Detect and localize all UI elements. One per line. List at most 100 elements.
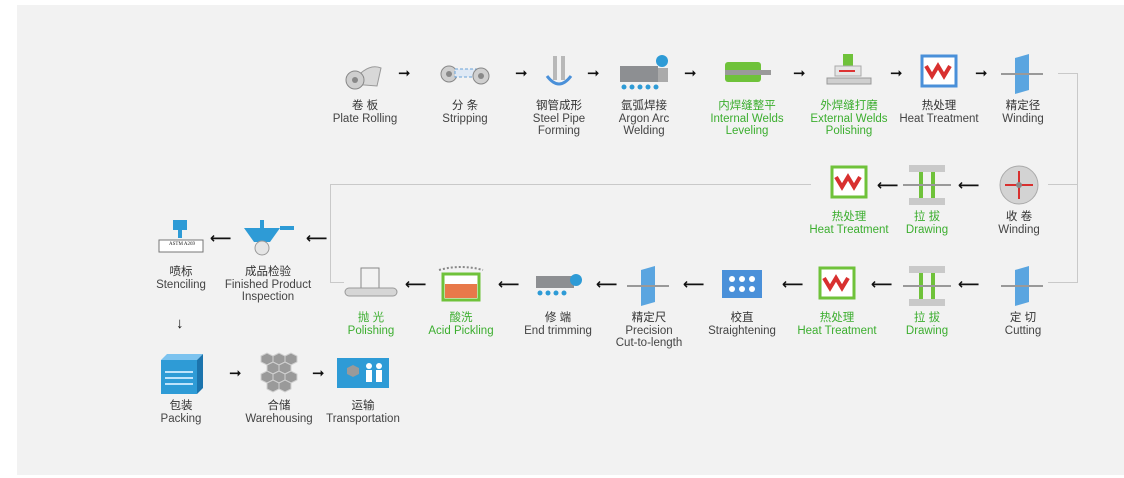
- cut-to-length-icon: [627, 266, 669, 306]
- step-cutting: 定 切 Cutting: [968, 264, 1078, 337]
- step-en-label: Packing: [160, 413, 202, 425]
- stencil-label: ASTM A269: [169, 242, 195, 247]
- step-inspection: 成品检验 Finished Product Inspection: [213, 218, 323, 303]
- plate-rolling-icon: [345, 66, 382, 90]
- arrow-left-icon: ⟵: [306, 230, 328, 247]
- step-heat-treatment-1: 热处理 Heat Treatment: [884, 52, 994, 125]
- step-en-label: Drawing: [905, 224, 949, 236]
- step-en-label: Polishing: [347, 325, 395, 337]
- step-en-label: Argon Arc Welding: [618, 113, 670, 137]
- connector-right-vertical: [1077, 73, 1078, 283]
- arrow-right-icon: ➞: [515, 65, 528, 82]
- step-heat-treatment-2: 热处理 Heat Treatment: [794, 163, 904, 236]
- step-zh-label: 包装: [169, 400, 193, 412]
- step-sizing: 精定径 Winding: [968, 52, 1078, 125]
- step-zh-label: 外焊缝打磨: [820, 100, 878, 112]
- arrow-right-icon: ➞: [793, 65, 806, 82]
- internal-leveling-icon: [725, 62, 771, 82]
- stenciling-icon: [158, 220, 204, 253]
- step-zh-label: 卷 板: [351, 100, 379, 112]
- end-trimming-icon: [536, 274, 582, 296]
- winding-icon: [999, 165, 1039, 205]
- step-winding: 收 卷 Winding: [964, 163, 1074, 236]
- step-zh-label: 热处理: [831, 211, 867, 223]
- connector-right-bottom: [1048, 282, 1078, 283]
- arrow-left-icon: ⟵: [405, 276, 427, 293]
- connector-right-mid: [1048, 184, 1078, 185]
- step-zh-label: 喷标: [169, 266, 193, 278]
- transportation-icon: [337, 358, 389, 388]
- step-en-label: Heat Treatment: [797, 325, 877, 337]
- step-en-label: Precision Cut-to-length: [615, 325, 683, 349]
- external-polishing-icon: [826, 54, 872, 85]
- step-zh-label: 分 条: [451, 100, 479, 112]
- step-stenciling: ASTM A269 喷标 Stenciling: [126, 218, 236, 291]
- step-zh-label: 精定径: [1005, 100, 1041, 112]
- step-stripping: 分 条 Stripping: [410, 52, 520, 125]
- step-polishing: 抛 光 Polishing: [316, 264, 426, 337]
- connector-right-top: [1058, 73, 1078, 74]
- step-en-label: Drawing: [905, 325, 949, 337]
- step-zh-label: 酸洗: [449, 312, 473, 324]
- drawing-icon: [903, 165, 951, 205]
- step-zh-label: 精定尺: [631, 312, 667, 324]
- step-en-label: Winding: [998, 224, 1040, 236]
- step-zh-label: 拉 拔: [913, 312, 941, 324]
- step-en-label: Transportation: [326, 413, 400, 425]
- step-en-label: Straightening: [708, 325, 776, 337]
- step-en-label: Internal Welds Leveling: [710, 113, 784, 137]
- connector-left-bottom: [330, 282, 344, 283]
- step-en-label: Heat Treatment: [899, 113, 979, 125]
- step-packing: 包装 Packing: [126, 352, 236, 425]
- arrow-left-icon: ⟵: [877, 177, 899, 194]
- step-en-label: Cutting: [1004, 325, 1042, 337]
- pipe-forming-icon: [545, 56, 573, 86]
- arrow-right-icon: ➞: [890, 65, 903, 82]
- step-en-label: Winding: [1002, 113, 1044, 125]
- cutting-icon: [1001, 266, 1043, 306]
- step-acid-pickling: 酸洗 Acid Pickling: [406, 264, 516, 337]
- warehousing-icon: [260, 352, 298, 393]
- arrow-down-icon: ↓: [176, 315, 184, 332]
- arrow-right-icon: ➞: [587, 65, 600, 82]
- arrow-left-icon: ⟵: [782, 276, 804, 293]
- step-en-label: Steel Pipe Forming: [532, 113, 586, 137]
- step-internal-leveling: 内焊缝整平 Internal Welds Leveling: [692, 52, 802, 137]
- arrow-right-icon: ➞: [312, 365, 325, 382]
- step-zh-label: 合储: [267, 400, 291, 412]
- step-end-trimming: 修 端 End trimming: [503, 264, 613, 337]
- arrow-left-icon: ⟵: [958, 177, 980, 194]
- step-en-label: Warehousing: [245, 413, 313, 425]
- step-en-label: Acid Pickling: [428, 325, 494, 337]
- arrow-right-icon: ➞: [229, 365, 242, 382]
- step-heat-treatment-3: 热处理 Heat Treatment: [782, 264, 892, 337]
- step-drawing-2: 拉 拔 Drawing: [872, 264, 982, 337]
- polishing-icon: [344, 267, 398, 297]
- arrow-right-icon: ➞: [684, 65, 697, 82]
- step-zh-label: 热处理: [819, 312, 855, 324]
- step-zh-label: 内焊缝整平: [718, 100, 776, 112]
- step-plate-rolling: 卷 板 Plate Rolling: [310, 52, 420, 125]
- straightening-icon: [722, 270, 762, 298]
- step-en-label: External Welds Polishing: [810, 113, 888, 137]
- step-zh-label: 收 卷: [1005, 211, 1033, 223]
- arrow-left-icon: ⟵: [683, 276, 705, 293]
- arrow-right-icon: ➞: [398, 65, 411, 82]
- step-zh-label: 成品检验: [245, 266, 291, 278]
- acid-pickling-icon: [438, 266, 484, 302]
- step-en-label: Heat Treatment: [809, 224, 889, 236]
- step-en-label: Stenciling: [156, 279, 206, 291]
- step-pipe-forming: 钢管成形 Steel Pipe Forming: [504, 52, 614, 137]
- arrow-left-icon: ⟵: [596, 276, 618, 293]
- step-zh-label: 氩弧焊接: [621, 100, 667, 112]
- sizing-icon: [1001, 54, 1043, 94]
- packing-icon: [161, 354, 203, 394]
- stripping-icon: [440, 65, 490, 85]
- step-zh-label: 钢管成形: [536, 100, 582, 112]
- step-zh-label: 修 端: [544, 312, 572, 324]
- connector-left-vertical: [330, 184, 331, 282]
- step-en-label: End trimming: [524, 325, 592, 337]
- step-zh-label: 拉 拔: [913, 211, 941, 223]
- arrow-left-icon: ⟵: [871, 276, 893, 293]
- step-zh-label: 热处理: [921, 100, 957, 112]
